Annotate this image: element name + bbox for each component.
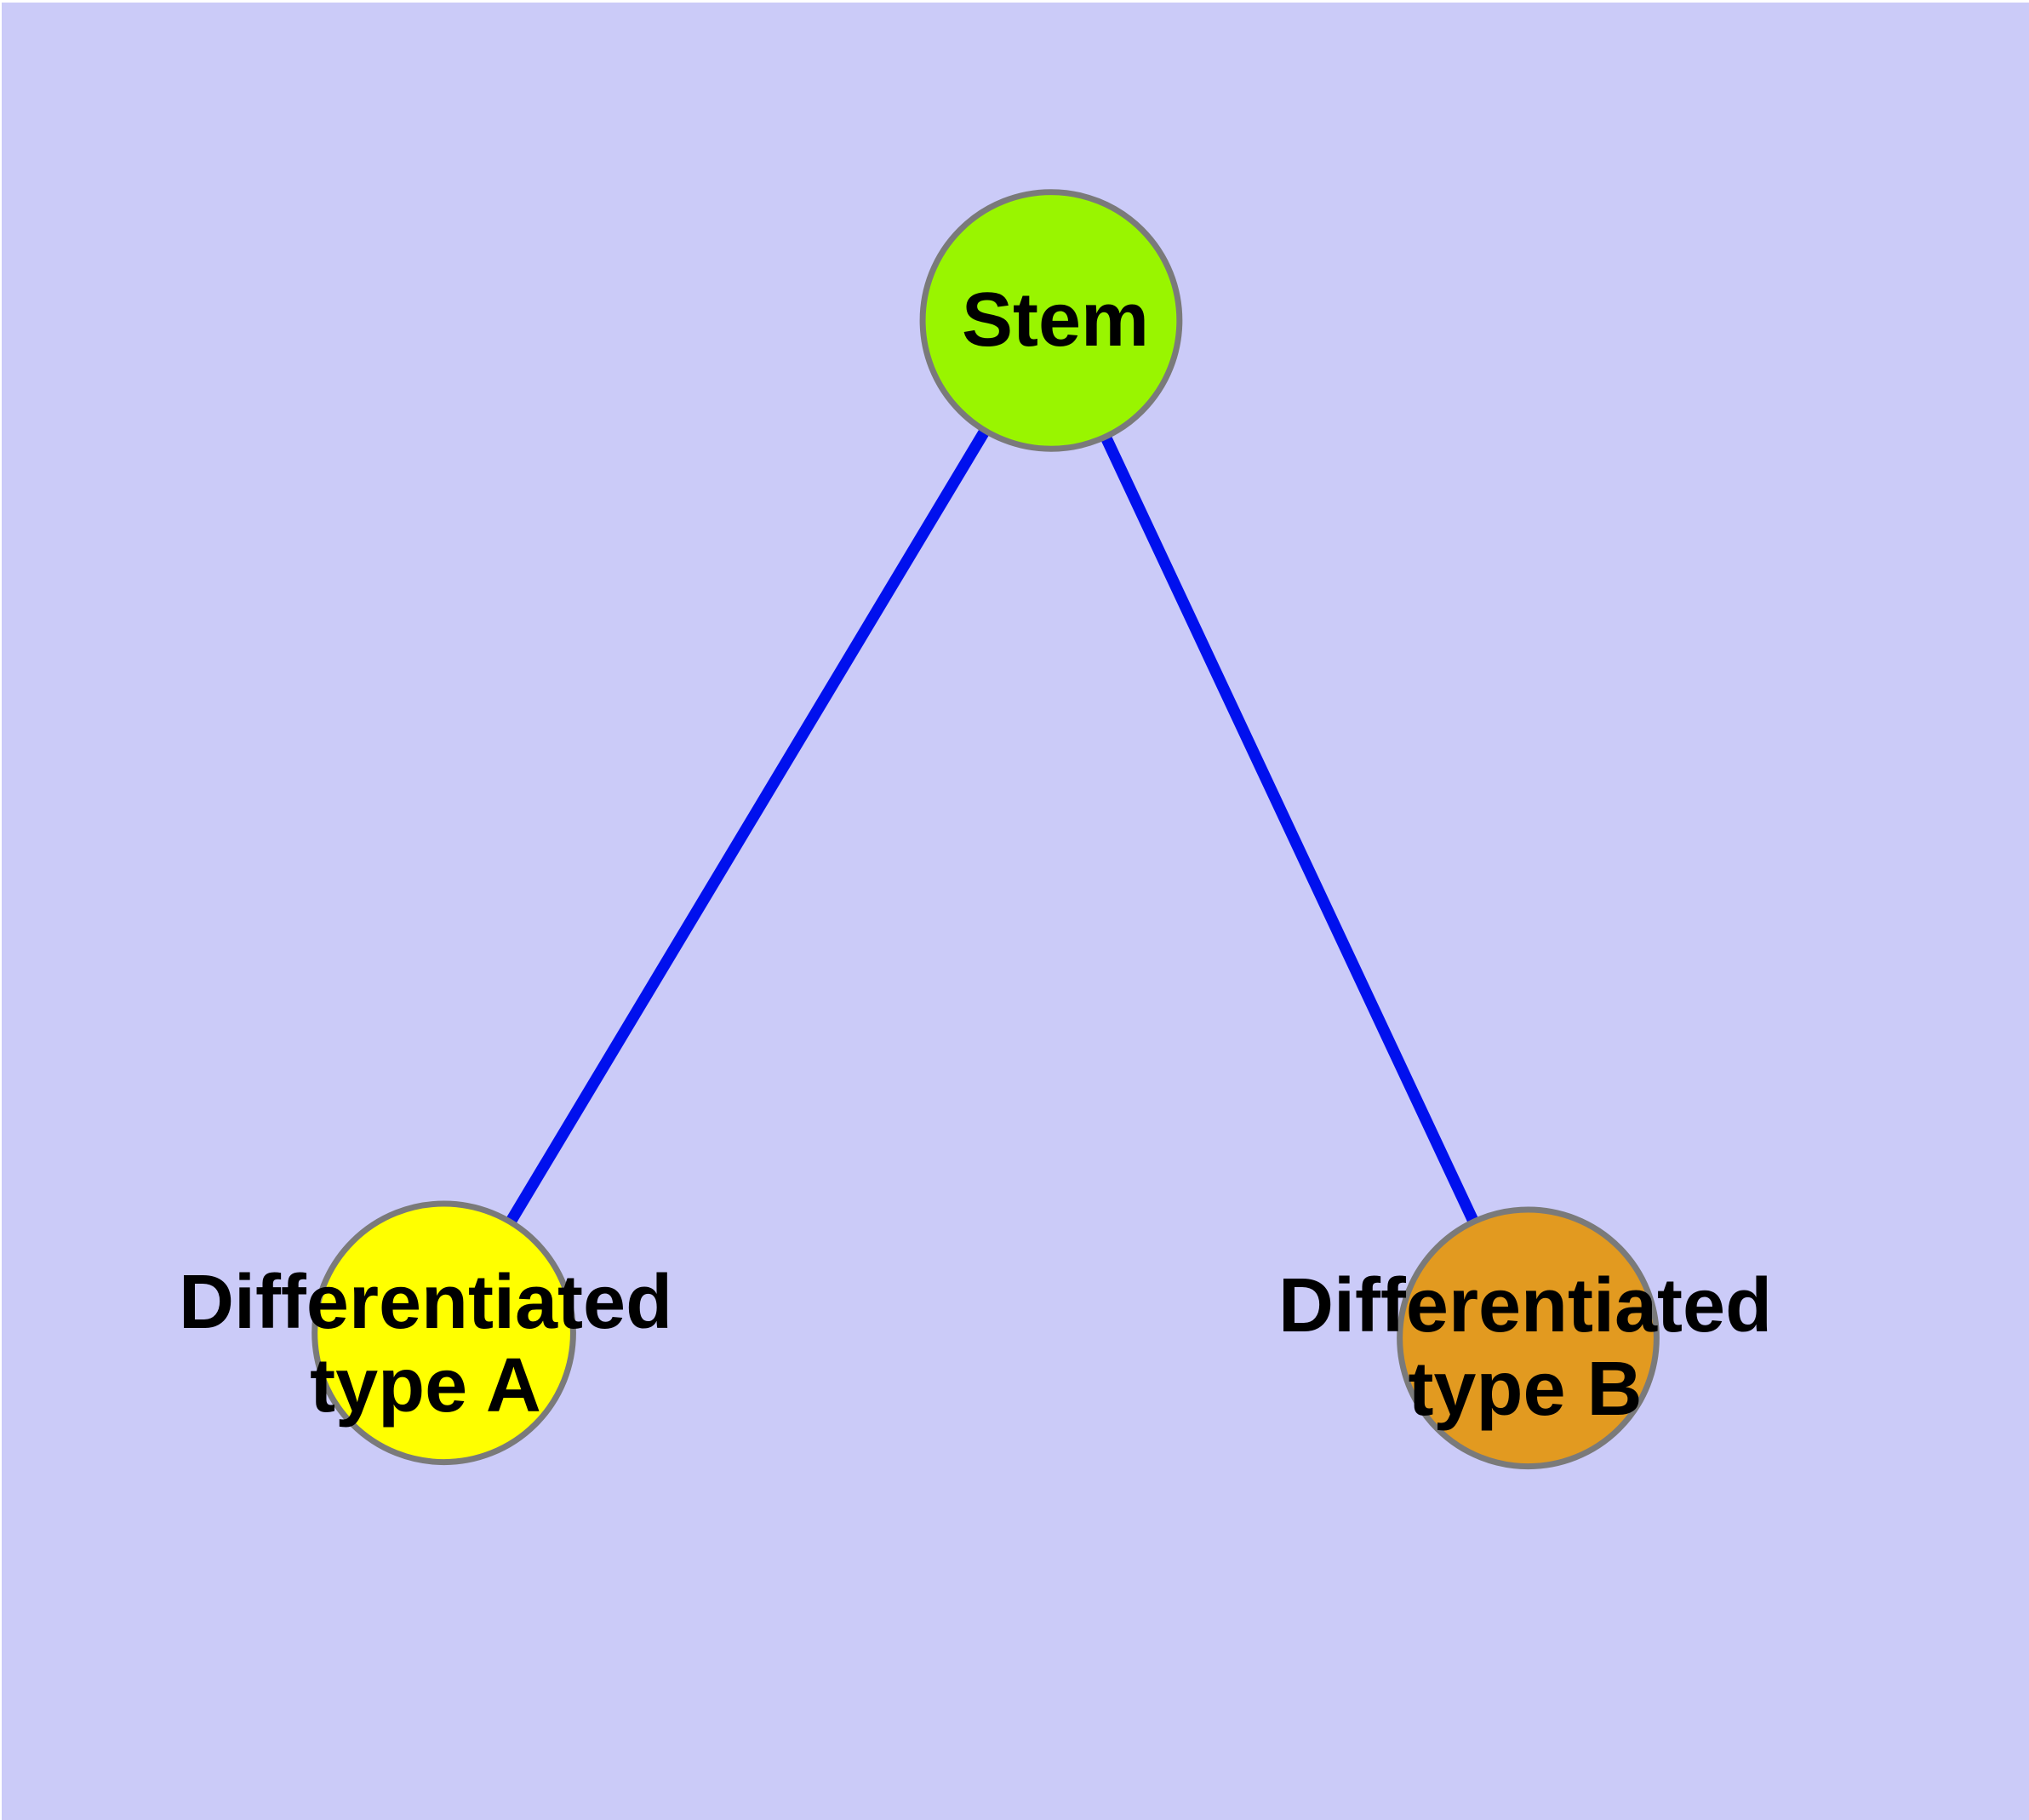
- node-circle-stem: [919, 189, 1183, 452]
- graph-svg: [311, 189, 1660, 1470]
- edge-stem-to-differentiated-type-b: [1045, 318, 1534, 1341]
- node-circle-differentiated-type-a: [311, 1200, 576, 1466]
- edge-stem-to-differentiated-type-a: [438, 318, 1056, 1336]
- node-circle-differentiated-type-b: [1397, 1206, 1660, 1470]
